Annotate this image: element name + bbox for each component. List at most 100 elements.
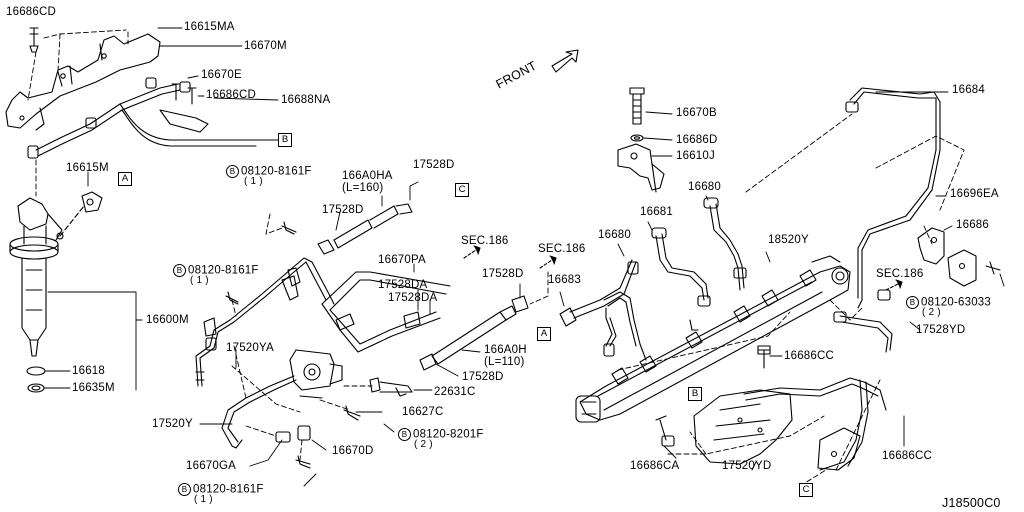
bracket-16696EA [917, 227, 945, 265]
label-bolt-5-qty: ( 2 ) [922, 307, 941, 318]
label-16615MA: 16615MA [184, 21, 235, 33]
label-18520Y: 18520Y [768, 234, 809, 246]
leader-lines-top-left [27, 29, 129, 197]
hose-leaders [335, 181, 549, 377]
label-16627C: 16627C [402, 406, 444, 418]
label-bolt-1-qty: ( 1 ) [244, 176, 263, 187]
tube-16680-right [703, 197, 747, 291]
ref-box-B-1: B [278, 133, 292, 147]
tube-16683 [559, 259, 637, 327]
sensor-22631C [369, 377, 413, 397]
label-17528YD: 17528YD [916, 324, 966, 336]
label-16618: 16618 [72, 365, 105, 377]
label-16610J: 16610J [676, 150, 715, 162]
label-17528D-d: 17528D [462, 371, 504, 383]
injector-16600M [9, 197, 64, 357]
label-17520YA: 17520YA [226, 342, 274, 354]
label-16683: 16683 [548, 274, 581, 286]
bracket-16686 [947, 249, 1001, 287]
hose-16670PA [321, 271, 451, 353]
fuel-rail-18520Y [575, 255, 851, 423]
label-16670M: 16670M [244, 40, 287, 52]
label-16686CD-a: 16686CD [6, 6, 56, 18]
label-17520YD: 17520YD [722, 460, 772, 472]
leader-lines-solid-top-left [157, 27, 279, 141]
sensor-harness-16688NA [27, 77, 257, 159]
label-16600M: 16600M [146, 314, 189, 326]
label-17528D-c: 17528D [482, 268, 524, 280]
bolt-16670B [629, 87, 645, 142]
return-tube-lower [743, 377, 887, 471]
label-bolt-2-qty: ( 1 ) [190, 275, 209, 286]
rail-bolts [655, 345, 771, 447]
clamp-16610J [617, 143, 665, 193]
seals-16618-16635M [26, 366, 46, 393]
label-16686CA: 16686CA [630, 460, 680, 472]
label-16635M: 16635M [72, 382, 115, 394]
label-16680-a: 16680 [598, 229, 631, 241]
sec-arrows [463, 245, 903, 291]
label-sec186-c: SEC.186 [876, 268, 924, 280]
ref-box-A-2: A [537, 327, 551, 341]
leader-lines-injector [43, 171, 143, 391]
hose-166A0HA [317, 203, 413, 255]
label-16686CC-b: 16686CC [882, 450, 932, 462]
bolts-left [225, 221, 361, 469]
leader-lines-left-solid [199, 349, 433, 487]
bolt-leaders-top [643, 111, 673, 157]
tube-17528YD [833, 311, 893, 353]
label-16696EA: 16696EA [950, 188, 999, 200]
front-arrow [551, 49, 579, 73]
label-bolt-4-qty: ( 1 ) [194, 494, 213, 505]
leader-lines-left-dashed [231, 213, 373, 461]
connector-bolts-top-left [29, 27, 197, 105]
tube-16684 [845, 87, 941, 309]
label-sec186-b: SEC.186 [538, 243, 586, 255]
label-166A0H-length: (L=110) [484, 356, 525, 368]
label-16670E: 16670E [201, 69, 242, 81]
bracket-17520YD [693, 389, 861, 471]
tube-16680-left [603, 261, 647, 361]
ref-box-C-2: C [799, 483, 813, 497]
label-16670GA: 16670GA [186, 460, 236, 472]
figure-code: J18500C0 [942, 496, 1001, 510]
clamp-16615M [59, 191, 103, 237]
label-bolt-3-qty: ( 2 ) [414, 439, 433, 450]
label-17528D-b: 17528D [322, 204, 364, 216]
label-16686D: 16686D [676, 134, 718, 146]
label-22631C: 22631C [434, 386, 476, 398]
bottom-right-leaders [663, 355, 905, 471]
label-16680-b: 16680 [688, 181, 721, 193]
label-17528DA-b: 17528DA [388, 292, 438, 304]
label-17528D-a: 17528D [413, 159, 455, 171]
ref-box-B-2: B [688, 387, 702, 401]
pressure-regulator-16627C [289, 349, 343, 399]
label-166A0HA-length: (L=160) [342, 182, 384, 194]
label-16681: 16681 [640, 206, 673, 218]
label-16670B: 16670B [676, 107, 717, 119]
tube-16681 [651, 227, 711, 331]
label-16686CD-b: 16686CD [206, 89, 256, 101]
label-17520Y: 17520Y [152, 418, 193, 430]
label-166A0H: 166A0H [484, 344, 527, 356]
tube-16680-leaders [559, 91, 949, 307]
label-16615M: 16615M [66, 162, 109, 174]
right-leaders [909, 195, 1005, 331]
label-166A0HA: 166A0HA [342, 170, 393, 182]
ref-box-A-1: A [118, 172, 132, 186]
label-sec186-a: SEC.186 [461, 235, 509, 247]
clips-left [203, 267, 301, 337]
label-16686: 16686 [956, 219, 989, 231]
ref-box-C-1: C [455, 183, 469, 197]
tube-17520Y [221, 375, 297, 449]
label-16686CC-a: 16686CC [784, 350, 834, 362]
tube-17520YA [195, 257, 335, 387]
harness-bracket-16670M [5, 33, 161, 131]
